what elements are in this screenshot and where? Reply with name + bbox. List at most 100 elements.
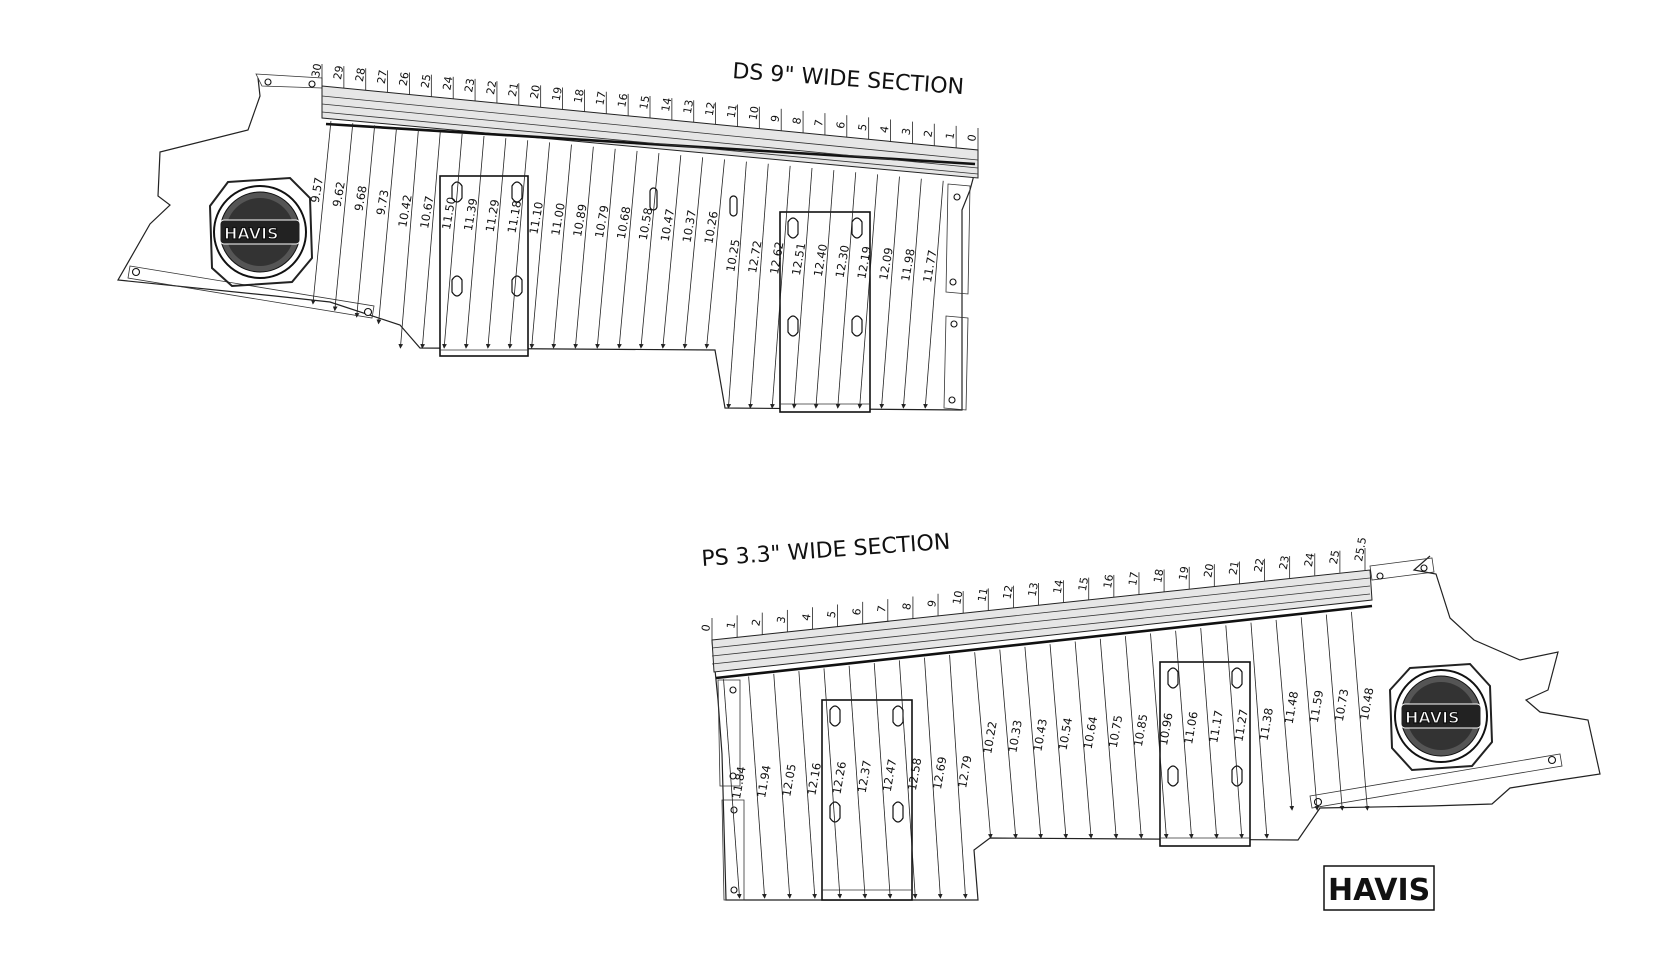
ds-dimension-line	[791, 167, 813, 409]
ds-dimension-value: 9.62	[330, 180, 348, 208]
ps-dimension-line	[1250, 622, 1270, 839]
ds-dimension-line	[376, 127, 397, 325]
ps-dimension-value: 11.38	[1257, 707, 1277, 742]
ds-dimension-value: 10.67	[417, 195, 437, 230]
ps-dimension-value: 12.37	[855, 759, 875, 794]
ds-dimension-line	[442, 133, 463, 349]
havis-logo-text: HAVIS	[1328, 873, 1430, 908]
ps-dimension-value: 11.94	[754, 764, 774, 799]
ps-station-index: 18	[1151, 568, 1166, 584]
ds-station-index: 30	[309, 62, 324, 78]
ps-speaker-logo: HAVIS	[1405, 708, 1460, 727]
ps-station-index: 16	[1101, 573, 1116, 589]
ps-dimension-line	[1225, 625, 1244, 839]
ps-speaker: HAVIS	[1388, 662, 1494, 772]
ps-station-index: 23	[1277, 555, 1292, 571]
ps-station-index: 8	[900, 602, 914, 611]
ds-dimension-line	[682, 157, 704, 349]
ps-dimension-value: 11.17	[1206, 709, 1226, 744]
ps-station-index: 0	[699, 623, 713, 632]
ps-console-outline	[711, 555, 1601, 901]
ds-dimension-line	[638, 153, 660, 349]
ps-dimension-value: 10.22	[980, 720, 1000, 755]
ps-dimension-value: 10.33	[1005, 719, 1025, 754]
ds-dimension-value: 10.37	[680, 209, 700, 244]
ps-station-index: 20	[1201, 563, 1216, 579]
ds-dimension-value: 12.62	[767, 240, 787, 275]
havis-logo: HAVIS	[1323, 865, 1435, 911]
ps-station-index: 14	[1051, 579, 1066, 595]
ds-slot	[649, 187, 658, 211]
ps-dimension-line	[798, 671, 817, 899]
ps-mount-plate-right	[1159, 661, 1251, 847]
ds-station-index: 12	[703, 101, 718, 117]
ds-station-index: 19	[550, 86, 565, 102]
ps-station-index: 15	[1076, 576, 1091, 592]
ds-station-index: 16	[615, 92, 630, 108]
ps-station-index: 17	[1126, 571, 1141, 587]
ds-dimension-line	[573, 146, 594, 349]
ds-mount-plate-left	[439, 175, 529, 357]
ps-dimension-value: 10.85	[1131, 713, 1151, 748]
ds-station-index: 23	[462, 77, 477, 93]
ds-station-index: 15	[637, 94, 652, 110]
ds-station-index: 20	[528, 84, 543, 100]
ps-station-index: 25	[1327, 549, 1342, 565]
ds-station-index: 10	[746, 105, 761, 121]
ds-dimension-value: 9.57	[308, 176, 326, 204]
ps-dimension-line	[1024, 646, 1043, 839]
ds-dimension-line	[485, 138, 507, 349]
ds-station-index: 18	[572, 88, 587, 104]
ps-station-index: 3	[774, 615, 788, 624]
ds-dimension-line	[857, 174, 878, 409]
ps-dimension-value: 12.05	[779, 763, 799, 798]
ds-dimension-value: 10.42	[395, 194, 415, 229]
ps-dimension-line	[1300, 617, 1320, 811]
ds-dimension-value: 11.00	[548, 202, 568, 237]
ds-lower-bracket	[127, 265, 375, 319]
ds-station-index: 1	[943, 131, 957, 140]
ps-dimension-value: 12.69	[930, 755, 950, 790]
ps-dimension-line	[949, 654, 968, 899]
ps-dimension-value: 11.06	[1181, 710, 1201, 745]
ps-dimension-value: 10.75	[1106, 714, 1126, 749]
ps-station-index: 13	[1026, 581, 1041, 597]
ps-right-bracket	[1369, 557, 1435, 581]
ds-dimension-line	[463, 135, 485, 349]
ds-station-index: 7	[812, 118, 826, 127]
ps-dimension-value: 12.16	[804, 762, 824, 797]
ds-dimension-line	[923, 180, 944, 409]
ps-dimension-line	[1275, 619, 1295, 811]
ps-station-index: 9	[925, 599, 939, 608]
ps-dimension-line	[1074, 641, 1094, 839]
ps-station-index: 21	[1227, 560, 1242, 576]
ps-station-index: 5	[825, 610, 839, 619]
ds-dimension-value: 11.10	[526, 201, 546, 236]
ds-dimension-value: 10.79	[592, 204, 612, 239]
ps-dimension-line	[873, 663, 893, 899]
ps-dimension-line	[748, 676, 767, 899]
ps-dimension-value: 11.48	[1282, 690, 1302, 725]
ds-dimension-value: 12.51	[789, 242, 809, 277]
ds-station-index: 22	[484, 80, 499, 96]
ps-dimension-line	[924, 657, 943, 899]
ps-station-index: 6	[850, 607, 864, 616]
ds-dimension-line	[332, 123, 354, 312]
ps-station-index: 12	[1001, 584, 1016, 600]
ps-dimension-line	[1124, 636, 1144, 839]
ps-dimension-line	[848, 665, 868, 899]
ds-dimension-line	[704, 159, 725, 349]
ds-dimension-line	[901, 178, 922, 409]
ds-dimension-line	[660, 155, 682, 349]
ds-dimension-value: 12.19	[854, 245, 874, 280]
ds-dimension-line	[726, 161, 747, 409]
ds-station-index: 29	[331, 65, 346, 81]
ds-station-index: 2	[921, 129, 935, 138]
ps-dimension-value: 12.47	[880, 758, 900, 793]
ps-dimension-line	[1049, 644, 1069, 839]
ds-dimension-value: 10.26	[701, 210, 721, 245]
ds-slot	[729, 195, 738, 217]
